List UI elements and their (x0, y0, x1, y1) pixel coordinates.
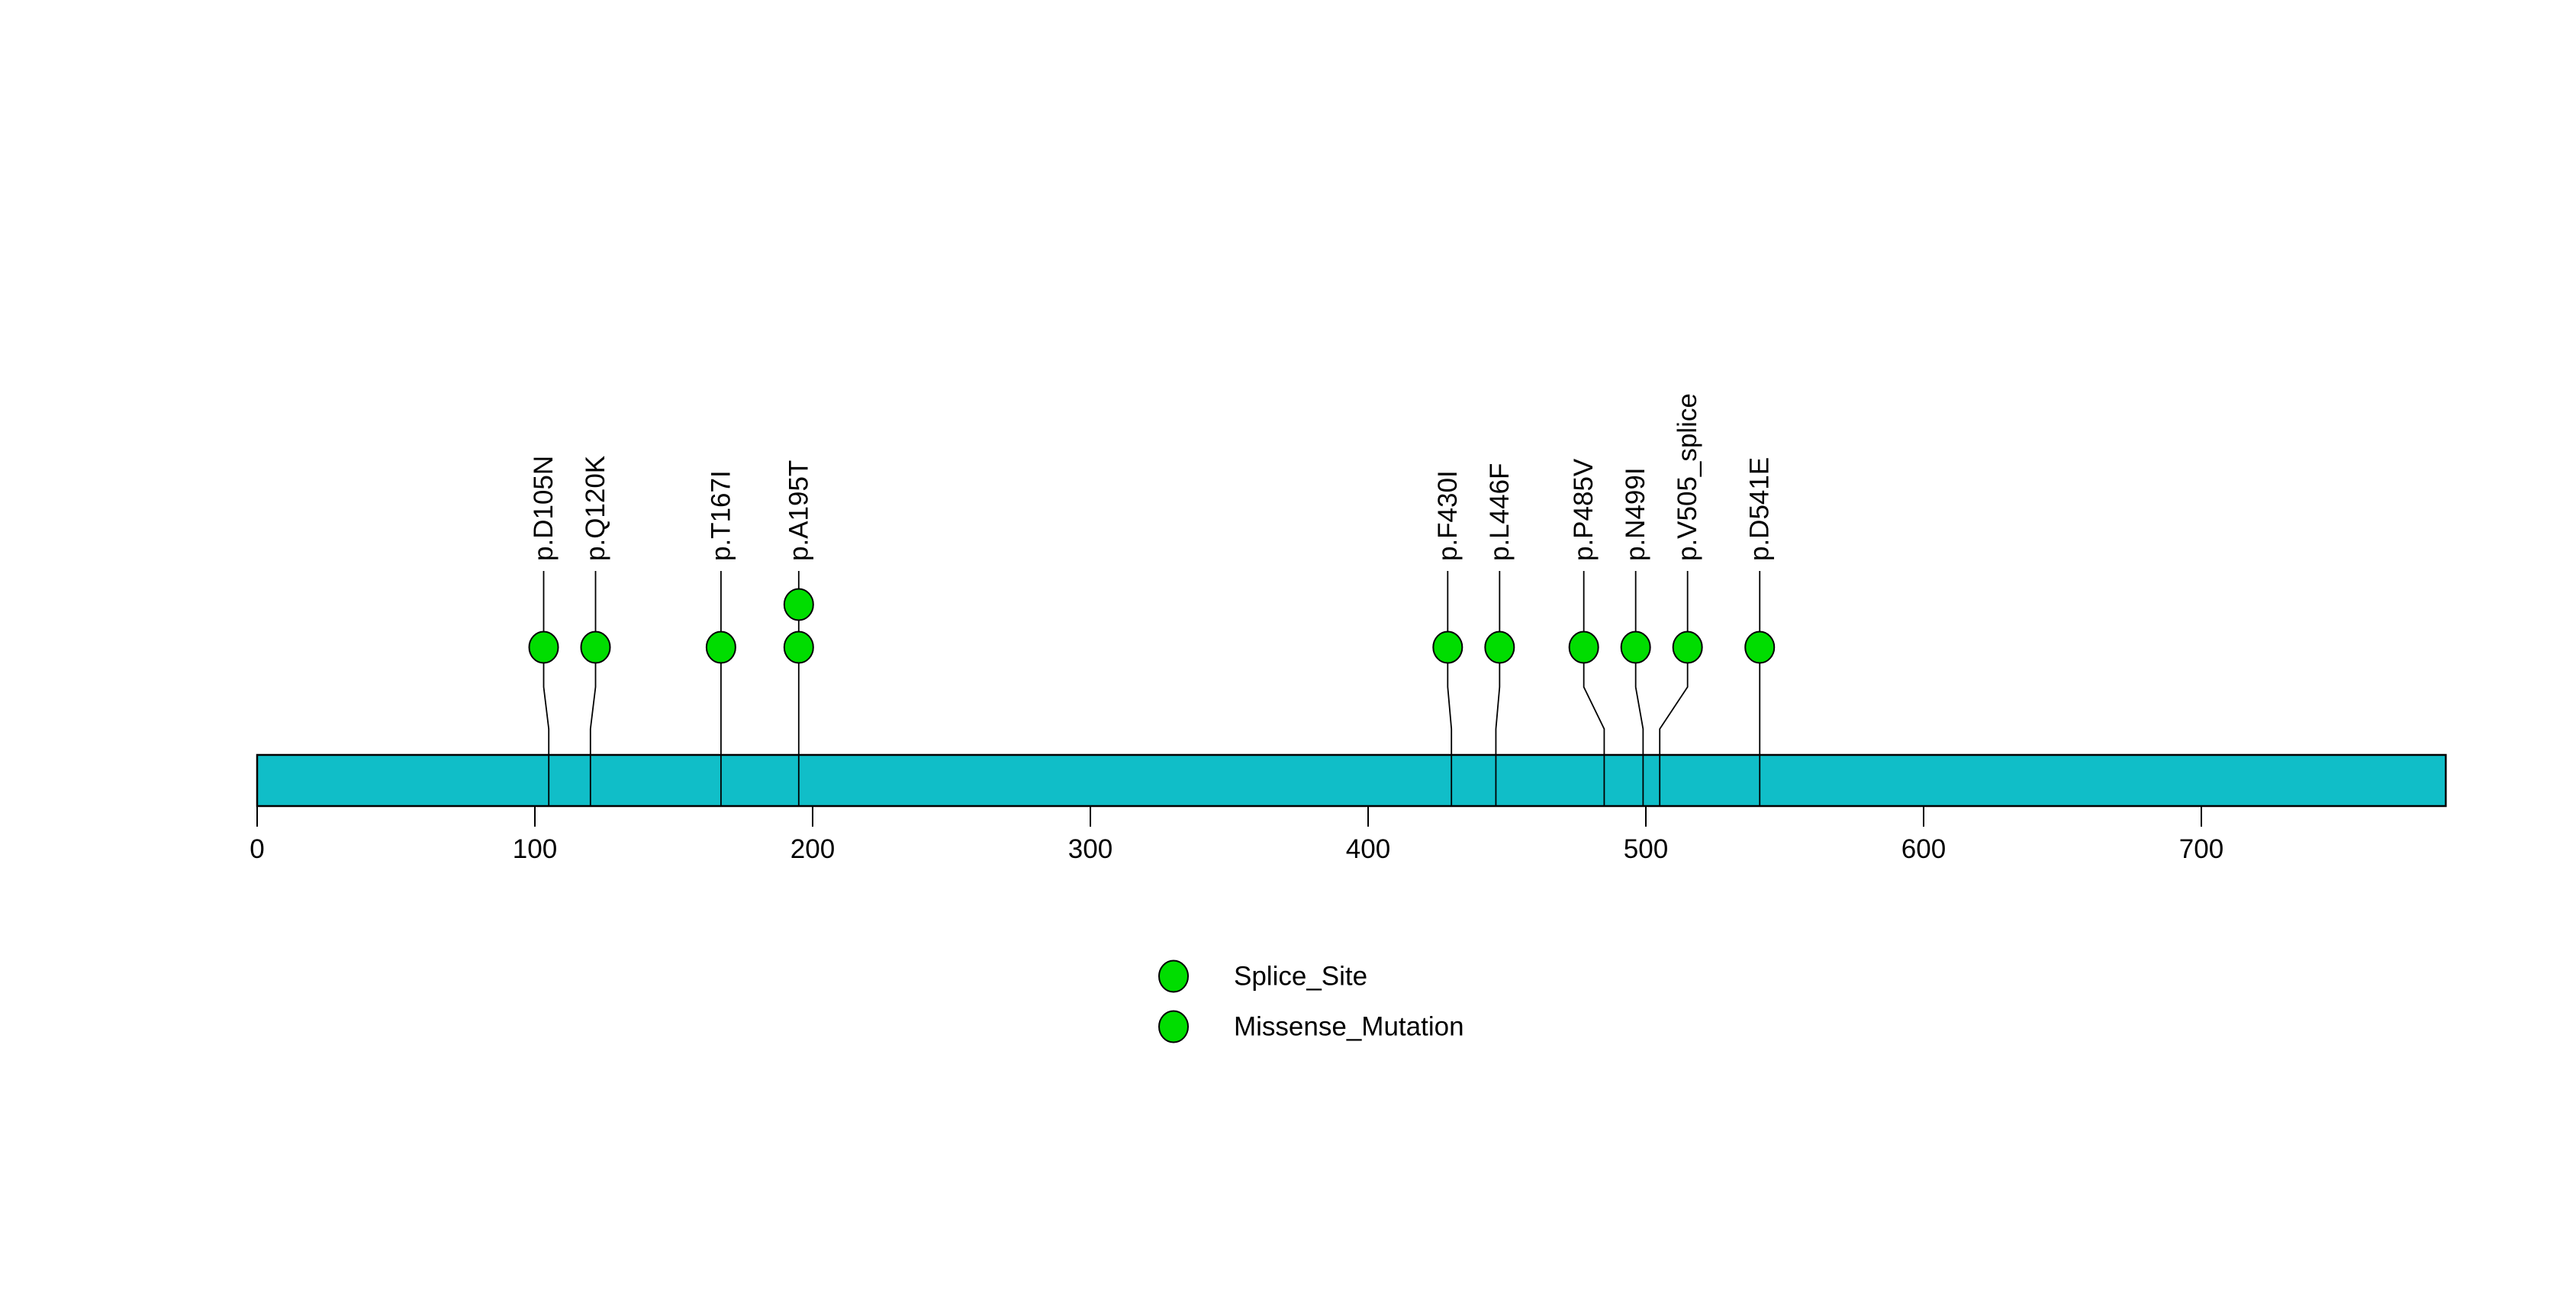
mutation-circle (1744, 630, 1776, 664)
mutation-circle (783, 630, 814, 664)
lollipop-connector (1659, 571, 1689, 806)
axis-tick-label: 0 (250, 834, 264, 864)
axis-tick-label: 300 (1068, 834, 1113, 864)
mutation-circle (783, 588, 814, 621)
mutation-label: p.D105N (529, 456, 559, 561)
axis-tick-label: 400 (1346, 834, 1390, 864)
lollipop-connector (1583, 571, 1605, 806)
axis-tick-label: 600 (1901, 834, 1946, 864)
axis-tick-label: 500 (1624, 834, 1668, 864)
mutation-label: p.V505_splice (1673, 393, 1702, 561)
mutation-circle (528, 630, 559, 664)
mutation-circle (1568, 630, 1599, 664)
axis-tick-label: 100 (513, 834, 557, 864)
mutation-label: p.A195T (784, 460, 813, 561)
lollipop-connector (1634, 571, 1644, 806)
legend-marker (1158, 959, 1189, 993)
mutation-label: p.D541E (1745, 457, 1775, 561)
mutation-circle (580, 630, 611, 664)
axis-tick-label: 700 (2179, 834, 2223, 864)
legend-label: Splice_Site (1234, 962, 1367, 992)
legend-marker (1158, 1010, 1189, 1043)
mutation-label: p.L446F (1485, 463, 1515, 561)
mutation-label: p.F430I (1433, 470, 1463, 561)
mutation-circle (1672, 630, 1703, 664)
mutation-circle (1432, 630, 1463, 664)
protein-backbone (256, 753, 2447, 808)
lollipop-connector (543, 571, 550, 806)
mutation-label: p.T167I (706, 470, 736, 561)
mutation-label: p.P485V (1569, 458, 1599, 561)
mutation-circle (1620, 630, 1651, 664)
mutation-circle (705, 630, 736, 664)
mutation-circle (1484, 630, 1515, 664)
axis-tick-label: 200 (791, 834, 835, 864)
lollipop-connector (1495, 571, 1501, 806)
lollipop-connector (1447, 571, 1453, 806)
mutation-label: p.Q120K (581, 456, 610, 561)
mutation-label: p.N499I (1621, 467, 1650, 561)
lollipop-connector (589, 571, 597, 806)
legend-label: Missense_Mutation (1234, 1012, 1464, 1042)
